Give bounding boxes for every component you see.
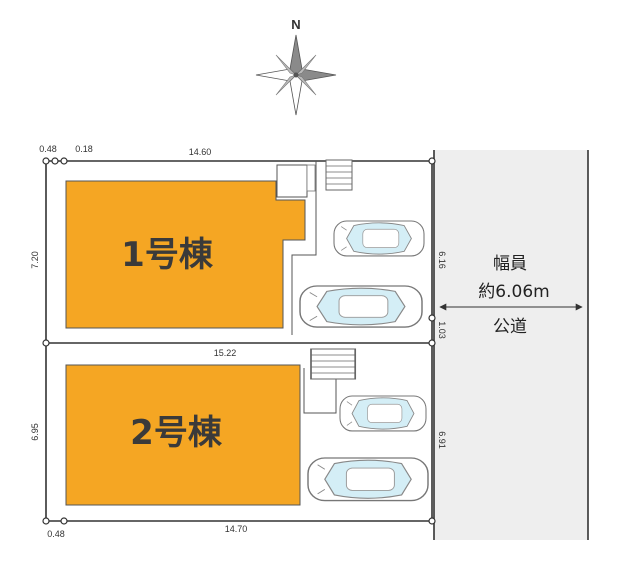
- lot2-dim-bottom: 14.70: [225, 524, 248, 534]
- building-2-label: 2号棟: [130, 413, 223, 453]
- lot2-car-compact-icon: [339, 395, 427, 432]
- lot2-dim-top: 15.22: [214, 348, 237, 358]
- lot1-dim-small-a: 0.48: [39, 144, 57, 154]
- road-corner-dim: 1.03: [437, 321, 447, 339]
- lot1-stairs-icon: [325, 159, 353, 191]
- boundary-markers: [42, 157, 436, 525]
- building-1: [65, 180, 306, 329]
- lot2-dim-left: 6.95: [30, 423, 40, 441]
- road-type-label: 公道: [493, 317, 527, 337]
- lot2-car-large-icon: [307, 457, 429, 502]
- lot1-car-large-icon: [299, 285, 423, 328]
- building-1-entrance: [276, 164, 308, 198]
- lot2-stairs-icon: [310, 348, 357, 380]
- lot2-dim-right: 6.91: [437, 431, 447, 449]
- lot1-dim-small-b: 0.18: [75, 144, 93, 154]
- lot2-dim-bottom-small: 0.48: [47, 529, 65, 539]
- road-area: [434, 150, 588, 540]
- lot1-car-compact-icon: [333, 220, 425, 257]
- building-1-step: [306, 164, 316, 192]
- lot2-setback-line: [303, 368, 337, 414]
- lot1-dim-right: 6.16: [437, 251, 447, 269]
- lot1-setback-line: [291, 161, 317, 335]
- road-width-label-1: 幅員: [493, 254, 527, 274]
- lot1-dim-top: 14.60: [189, 147, 212, 157]
- compass-rose-icon: [255, 34, 337, 116]
- building-1-label: 1号棟: [121, 235, 214, 275]
- north-label: N: [291, 17, 300, 32]
- road-width-label-2: 約6.06m: [478, 282, 549, 302]
- lot1-dim-left: 7.20: [30, 251, 40, 269]
- building-2: [65, 364, 301, 506]
